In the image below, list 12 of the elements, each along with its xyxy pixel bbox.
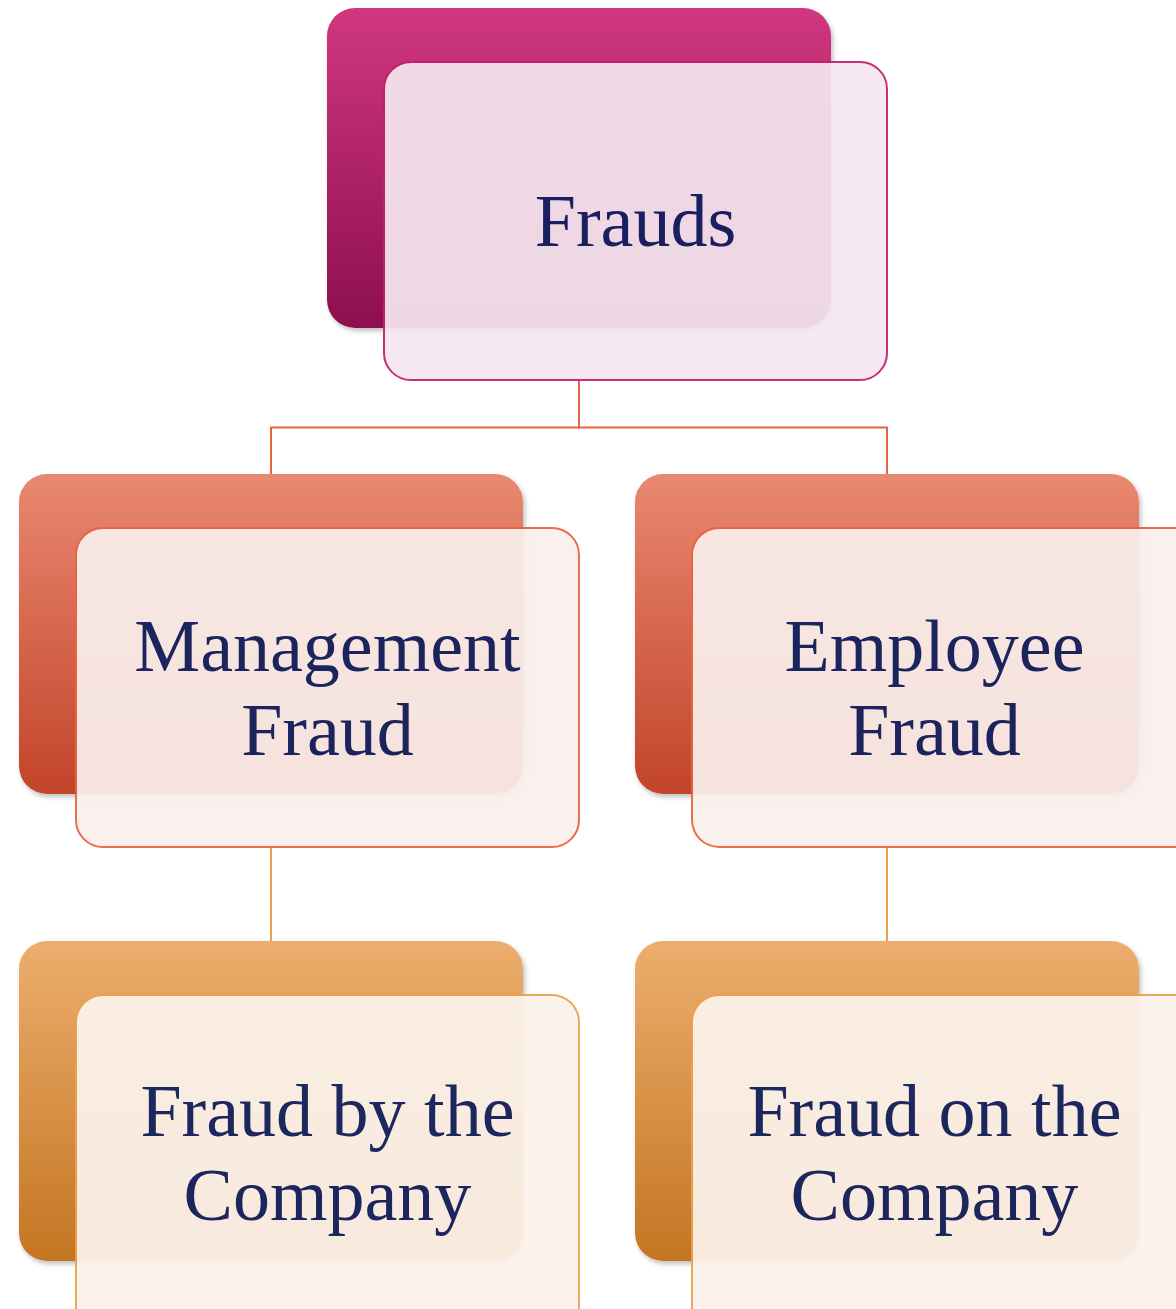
connector-line (886, 847, 888, 942)
hierarchy-node (635, 941, 1176, 1309)
hierarchy-node (19, 474, 580, 848)
hierarchy-node (19, 941, 580, 1309)
node-label: Fraud on the Company (746, 1068, 1123, 1237)
hierarchy-node (635, 474, 1176, 848)
connector-line (270, 847, 272, 942)
hierarchy-node (327, 8, 889, 381)
node-label: Employee Fraud (783, 603, 1086, 772)
node-label: Management Fraud (133, 603, 522, 772)
node-label: Frauds (533, 179, 738, 263)
node-label: Fraud by the Company (139, 1068, 516, 1237)
